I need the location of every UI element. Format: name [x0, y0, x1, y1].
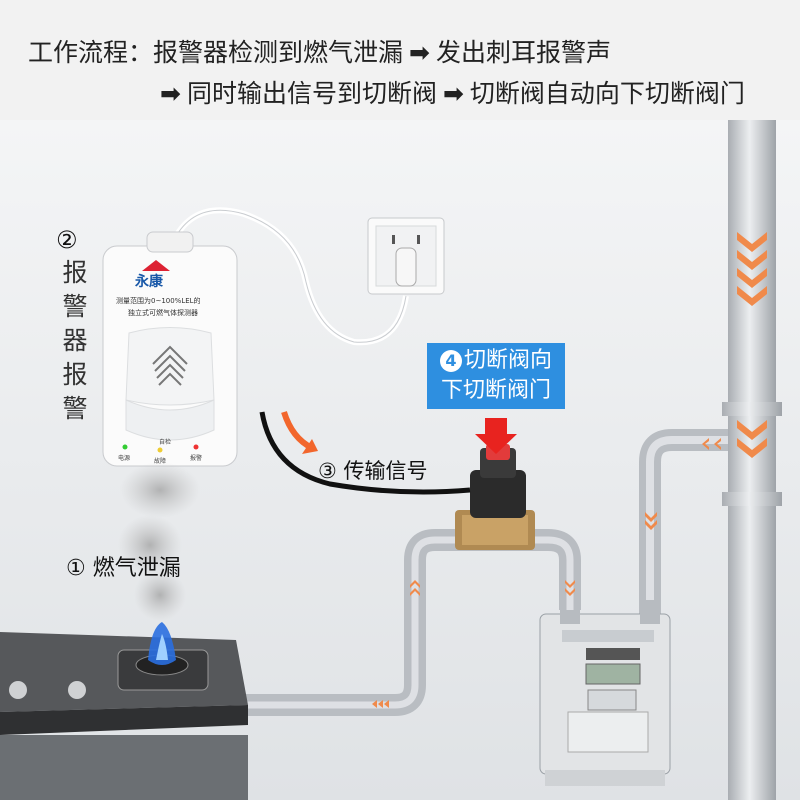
detector-test-label: 自检	[159, 439, 172, 446]
workflow-line-2: ➡同时输出信号到切断阀➡切断阀自动向下切断阀门	[154, 74, 745, 110]
workflow-step-alarm: 发出刺耳报警声	[435, 38, 611, 67]
led-fault-label: 故障	[154, 458, 167, 465]
step-2-text: 报警器报警	[62, 258, 88, 423]
arrow-right-icon: ➡	[160, 79, 181, 108]
chevron-down-icon	[737, 232, 767, 458]
chevron-left-icon	[372, 700, 389, 708]
step-4-number: 4	[439, 350, 462, 372]
workflow-step-signal: 同时输出信号到切断阀	[186, 79, 437, 108]
detector-desc-line-2: 独立式可燃气体探测器	[128, 309, 198, 317]
workflow-header: 工作流程：报警器检测到燃气泄漏➡发出刺耳报警声 ➡同时输出信号到切断阀➡切断阀自…	[0, 0, 800, 120]
pipe-collar	[722, 492, 782, 506]
workflow-step-cutoff: 切断阀自动向下切断阀门	[469, 79, 745, 108]
wall-socket	[367, 217, 445, 295]
step-3-label: ③ 传输信号	[318, 459, 428, 483]
step-1-label: ① 燃气泄漏	[66, 556, 181, 581]
workflow-line-1: 工作流程：报警器检测到燃气泄漏➡发出刺耳报警声	[28, 33, 611, 69]
signal-cable	[259, 411, 471, 495]
step-4-line-2: 下切断阀门	[440, 378, 551, 403]
gas-detector	[102, 231, 238, 467]
valve-down-arrow	[475, 418, 517, 454]
smoke	[118, 462, 200, 621]
detector-brand-logo: 永康	[135, 274, 163, 290]
arrow-right-icon: ➡	[409, 38, 430, 67]
step-2-number: ②	[56, 226, 78, 254]
stove	[0, 632, 248, 800]
main-vertical-pipe	[728, 120, 776, 800]
workflow-label: 工作流程：报警器检测到燃气泄漏	[28, 38, 404, 67]
detector-desc-line-1: 测量范围为0~100%LEL的	[116, 297, 201, 305]
chevron-left-icon	[702, 438, 721, 450]
led-power-label: 电源	[118, 455, 131, 462]
led-alarm-label: 报警	[190, 455, 203, 462]
pipe-collar	[722, 402, 782, 416]
arrow-right-icon: ➡	[442, 79, 464, 108]
chevron-down-icon	[645, 512, 657, 530]
chevron-up-icon	[410, 580, 575, 596]
gas-meter	[539, 613, 671, 786]
cutoff-valve	[455, 444, 535, 550]
